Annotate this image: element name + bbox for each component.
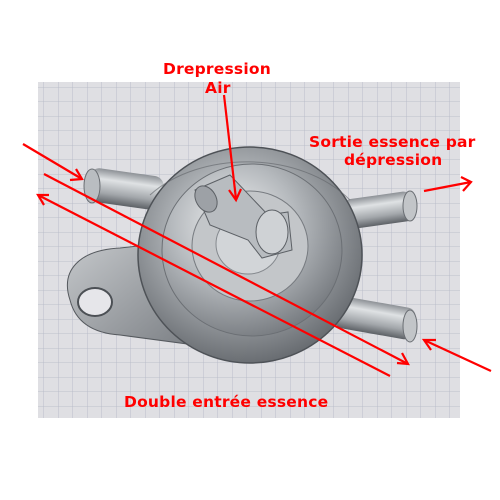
outlet-tube-upper [344,190,418,229]
arrow-double-line-lower [36,193,391,377]
fuel-pump [67,146,418,364]
label-depression-line1: Drepression [163,60,271,78]
inlet-tube-lower [334,296,418,343]
mounting-hole [77,287,113,317]
arrow-bottom-right-entry [421,338,492,372]
vacuum-nozzle [194,174,293,259]
arrow-sortie [423,176,473,193]
annotation-arrows [22,94,492,377]
arrow-double-line-upper [43,173,410,366]
arrow-vacuum-air [222,94,243,203]
label-sortie-line1: Sortie essence par [309,133,476,151]
inlet-tube-left [83,168,164,210]
arrow-top-left-entry [22,143,84,182]
label-sortie-line2: dépression [344,151,443,169]
label-double-entree: Double entrée essence [124,393,329,411]
label-depression-line2: Air [205,79,231,97]
